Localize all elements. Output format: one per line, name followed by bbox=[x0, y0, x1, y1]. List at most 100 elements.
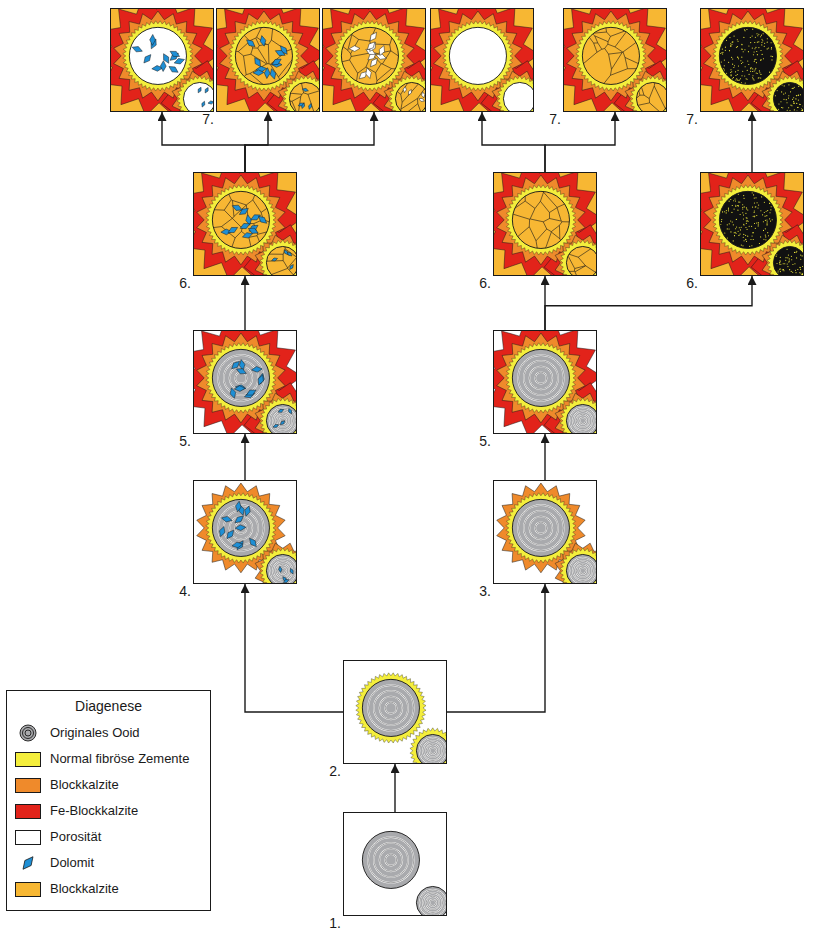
speckle-dot bbox=[789, 258, 790, 259]
speckle-dot bbox=[752, 35, 753, 36]
grain-outline bbox=[129, 27, 186, 84]
speckle-dot bbox=[741, 44, 742, 45]
ooid-lamina bbox=[273, 411, 293, 431]
diagenesis-stage-tile bbox=[110, 8, 214, 112]
speckle-dot bbox=[746, 78, 747, 79]
ooid-lamina-line bbox=[535, 522, 546, 533]
dolomite-rhomb bbox=[174, 59, 184, 64]
fibrous-cement-rim bbox=[560, 398, 596, 433]
speckle-dot bbox=[766, 215, 767, 216]
arrow-connector bbox=[544, 434, 545, 480]
speckle-dot bbox=[748, 45, 749, 46]
legend-text: Blockkalzite bbox=[50, 881, 119, 897]
ooid-lamina-line bbox=[579, 567, 586, 574]
ooid-lamina-line bbox=[279, 417, 286, 424]
speckle-dot bbox=[738, 58, 739, 59]
legend-row: Fe-Blockkalzite bbox=[15, 798, 202, 824]
speckle-dot bbox=[786, 99, 787, 100]
stage-number: 6. bbox=[179, 275, 191, 291]
speckle-dot bbox=[761, 59, 762, 60]
tile-illustration bbox=[194, 173, 296, 275]
tile-illustration bbox=[344, 661, 446, 763]
ooid-lamina bbox=[524, 511, 558, 545]
grain-outline bbox=[566, 404, 596, 433]
grain-fill bbox=[212, 499, 269, 556]
speckle-dot bbox=[793, 103, 794, 104]
ooid-lamina-line bbox=[385, 854, 396, 865]
speckle-dot bbox=[734, 235, 735, 236]
fe-calcite-layer bbox=[217, 9, 319, 111]
speckle-dot bbox=[778, 271, 779, 272]
speckle-dot bbox=[783, 269, 784, 270]
dolomite-rhomb bbox=[232, 205, 242, 210]
speckle-dot bbox=[731, 212, 732, 213]
speckle-dot bbox=[747, 220, 748, 221]
speckle-dot bbox=[737, 74, 738, 75]
dolomite-rhomb bbox=[247, 40, 255, 47]
speckle-dot bbox=[762, 214, 763, 215]
speckle-dot bbox=[800, 259, 801, 260]
ooid-lamina-line bbox=[576, 414, 589, 427]
speckle-dot bbox=[744, 240, 745, 241]
speckle-dot bbox=[767, 224, 768, 225]
fibrous-cement-rim bbox=[713, 21, 783, 91]
speckle-dot bbox=[741, 48, 742, 49]
speckle-dot bbox=[730, 231, 731, 232]
speckle-dot bbox=[755, 68, 756, 69]
grain-fill bbox=[512, 499, 569, 556]
legend-text: Dolomit bbox=[50, 855, 94, 871]
ooid-lamina-line bbox=[218, 355, 264, 401]
speckle-dot bbox=[796, 95, 797, 96]
stage-number: 7. bbox=[686, 111, 698, 127]
grain-outline bbox=[719, 27, 776, 84]
speckle-dot bbox=[767, 232, 768, 233]
dolomite-rhomb bbox=[422, 92, 425, 98]
ooid-lamina-line bbox=[573, 411, 593, 431]
speckle-dot bbox=[732, 41, 733, 42]
dolomite-rhomb bbox=[248, 228, 258, 233]
ooid-lamina bbox=[385, 854, 396, 865]
legend-row: Porosität bbox=[15, 824, 202, 850]
ooid-lamina-line bbox=[423, 893, 443, 913]
grain-outline bbox=[512, 349, 569, 406]
ooid-lamina-line bbox=[229, 516, 252, 539]
speckle-dot bbox=[761, 35, 762, 36]
fibrous-cement-rim bbox=[177, 76, 213, 111]
dolomite-rhomb bbox=[275, 50, 285, 55]
speckle-dot bbox=[789, 269, 790, 270]
speckle-dot bbox=[752, 207, 753, 208]
tile-ground bbox=[344, 813, 446, 915]
tile-illustration bbox=[701, 173, 803, 275]
diagenesis-stage-tile: 7. bbox=[563, 8, 667, 112]
speckle-dot bbox=[754, 79, 755, 80]
tile-illustration bbox=[701, 9, 803, 111]
speckle-dot bbox=[792, 272, 793, 273]
speckle-dot bbox=[724, 232, 725, 233]
grain-fill bbox=[266, 404, 296, 433]
speckle-dot bbox=[780, 257, 781, 258]
grain-outline bbox=[566, 554, 596, 583]
speckle-dot bbox=[726, 40, 727, 41]
speckle-dot bbox=[759, 72, 760, 73]
speckle-dot bbox=[771, 48, 772, 49]
speckle-dot bbox=[797, 269, 798, 270]
speckle-dot bbox=[769, 218, 770, 219]
speckle-dot bbox=[758, 47, 759, 48]
fibrous-cement-rim bbox=[497, 76, 533, 111]
dolomite-rhomb bbox=[202, 101, 205, 107]
speckle-dot bbox=[767, 42, 768, 43]
speckle-dot bbox=[754, 42, 755, 43]
speckle-dot bbox=[743, 234, 744, 235]
speckle-dot bbox=[721, 221, 722, 222]
dolomite-rhomb bbox=[234, 386, 245, 392]
stage-number: 6. bbox=[686, 275, 698, 291]
speckle-dot bbox=[787, 257, 788, 258]
speckle-dot bbox=[745, 213, 746, 214]
speckle-dot bbox=[794, 87, 795, 88]
fibrous-cement-rim bbox=[356, 673, 426, 743]
grain-fill bbox=[449, 27, 506, 84]
speckle-dot bbox=[756, 62, 757, 63]
speckle-dot bbox=[720, 224, 721, 225]
fibrous-cement-rim bbox=[506, 343, 576, 413]
speckle-dot bbox=[764, 212, 765, 213]
